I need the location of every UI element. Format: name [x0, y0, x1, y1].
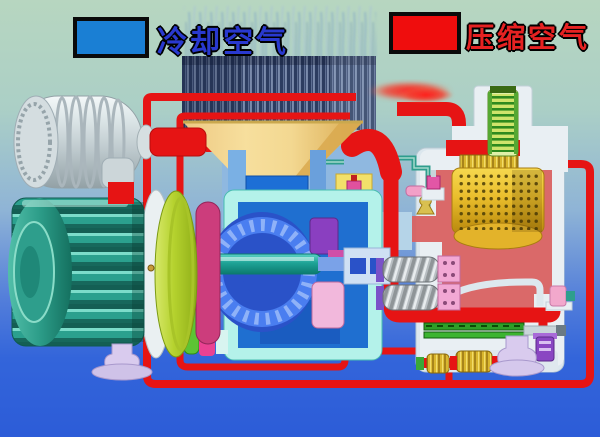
hot-air-plume [368, 81, 454, 103]
oil-cooler-bars [423, 322, 566, 339]
cooling-air-legend-swatch [73, 17, 149, 58]
thermostat-valve [421, 170, 445, 201]
outlet-port [545, 285, 575, 311]
cooling-air-streaks [184, 2, 376, 58]
intake-silencer [13, 95, 156, 204]
silencer-outlet [108, 182, 134, 204]
coupling-ring [195, 201, 221, 345]
cooler-return-pipe [397, 102, 466, 148]
cooler-feed-pipe-lower [176, 112, 350, 133]
cooling-air-legend-label: 冷却空气 [157, 25, 289, 60]
cooler-red-pipes [143, 93, 466, 148]
mounting-foot-left [91, 343, 153, 381]
oil-filters [416, 350, 502, 374]
compressed-air-legend-swatch [389, 12, 461, 54]
mounting-foot-right [489, 335, 545, 377]
drain-valve [533, 333, 557, 362]
drive-motor [8, 197, 145, 347]
silencer-ribs [54, 95, 126, 189]
rotor-bearing-blocks [437, 255, 461, 311]
separator-element [446, 140, 545, 250]
discharge-elbow [341, 129, 402, 183]
screw-rotors [376, 255, 461, 311]
intake-duct [149, 127, 207, 157]
cooler-feed-pipe-upper [143, 93, 356, 131]
bearing-stack [309, 217, 345, 329]
compressed-air-legend-label: 压缩空气 [466, 21, 591, 54]
compressed-air-outer-loop-pipe [143, 152, 594, 388]
spring-valve [487, 86, 519, 157]
motor-flywheel [138, 189, 198, 359]
